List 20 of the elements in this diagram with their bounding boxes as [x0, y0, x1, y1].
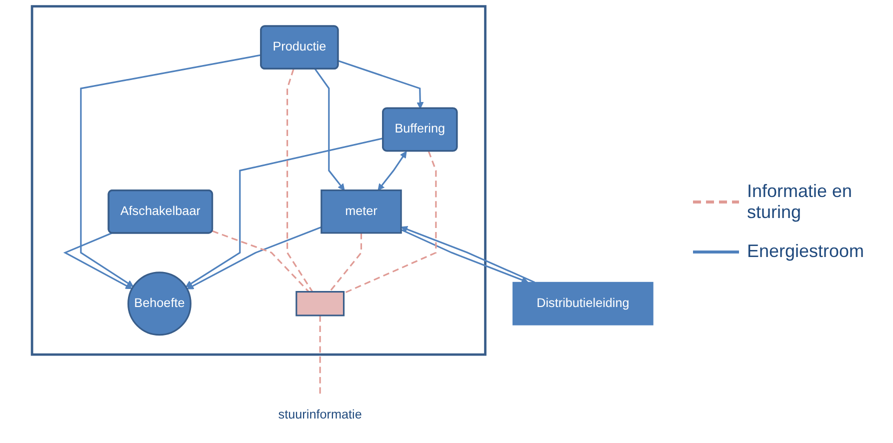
connector	[212, 230, 310, 292]
arrow	[338, 60, 424, 109]
connector	[329, 232, 362, 292]
node-text: stuurinformatie	[278, 408, 362, 422]
legend-label: Energiestroom	[747, 241, 864, 262]
arrow	[314, 68, 345, 191]
node-circle: Behoefte	[127, 272, 192, 336]
connector	[286, 68, 314, 292]
node-box: Distributieleiding	[512, 282, 654, 326]
arrow	[186, 138, 384, 288]
connector	[343, 150, 437, 294]
arrow	[186, 226, 322, 290]
cluster	[30, 5, 486, 356]
arrow	[378, 151, 407, 191]
node-box: meter	[320, 190, 402, 234]
arrow	[80, 54, 262, 287]
legend-label: Informatie en sturing	[747, 181, 854, 223]
arrow	[63, 232, 132, 290]
node-box	[296, 290, 345, 316]
connector	[319, 315, 321, 394]
